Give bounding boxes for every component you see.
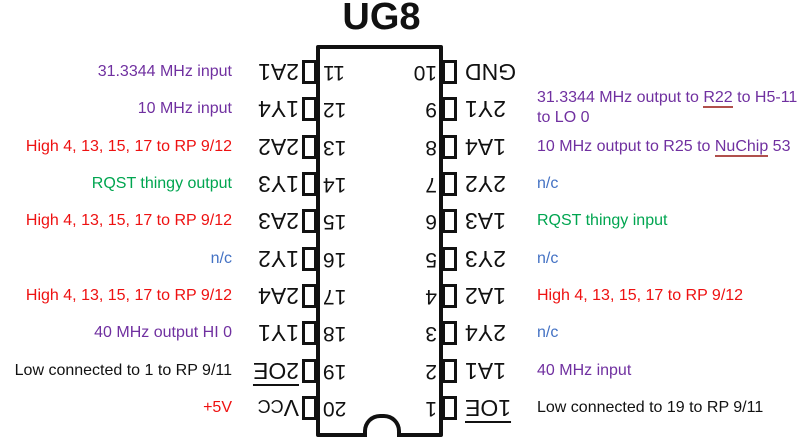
pin-number: 13 xyxy=(323,135,347,159)
pin-label: 10 MHz output to R25 to NuChip 53 xyxy=(537,137,791,157)
pin-box xyxy=(302,60,317,84)
pin-number: 15 xyxy=(323,210,347,234)
pin-number: 12 xyxy=(323,98,347,122)
pin-label: 40 MHz input xyxy=(537,361,632,379)
pin-number: 5 xyxy=(425,247,437,271)
pin-box xyxy=(442,283,457,308)
pin-box xyxy=(302,246,317,271)
pin-number: 9 xyxy=(425,98,437,122)
pin-number: 8 xyxy=(425,135,437,159)
pin-label: n/c xyxy=(537,174,559,192)
pin-label: High 4, 13, 15, 17 to RP 9/12 xyxy=(25,286,232,304)
pin-label: 40 MHz output HI 0 xyxy=(94,324,232,342)
vcc-subscript: CC xyxy=(257,395,284,416)
pin-box xyxy=(302,97,317,122)
vcc-v: V xyxy=(283,394,299,421)
pin-box xyxy=(442,60,457,84)
pin-number: 14 xyxy=(323,172,347,196)
pin-label: RQST thingy output xyxy=(91,174,232,192)
pin-box xyxy=(302,209,317,234)
pin-number: 20 xyxy=(323,396,347,420)
pin-label-line1: 31.3344 MHz output to R22 to H5-11 xyxy=(537,89,798,109)
pin-number: 16 xyxy=(323,247,347,271)
chip-notch xyxy=(363,414,401,437)
pin-box xyxy=(302,395,317,420)
pin-name-overlined: 1OE xyxy=(465,394,512,421)
pin-label: n/c xyxy=(210,249,232,267)
pin-box xyxy=(442,97,457,122)
pin-label: High 4, 13, 15, 17 to RP 9/12 xyxy=(25,137,232,155)
pin-label-line2: to LO 0 xyxy=(537,109,590,127)
pin-number: 10 xyxy=(413,61,437,84)
pin-label: Low connected to 1 to RP 9/11 xyxy=(14,361,232,379)
pin-box xyxy=(442,321,457,346)
pin-box xyxy=(442,358,457,383)
spellcheck-underlined-word: NuChip xyxy=(714,137,769,157)
pin-box xyxy=(302,283,317,308)
pin-number: 2 xyxy=(425,359,437,383)
pin-label: 31.3344 MHz output to R22 to H5-11 to LO… xyxy=(537,88,799,130)
pin-box xyxy=(442,246,457,271)
pin-label: n/c xyxy=(537,324,559,342)
pin-number: 3 xyxy=(425,322,437,346)
pin-name-overlined: 2OE xyxy=(252,357,299,384)
pin-label: RQST thingy input xyxy=(537,212,668,230)
pin-number: 4 xyxy=(425,284,437,308)
pin-label: Low connected to 19 to RP 9/11 xyxy=(537,398,764,416)
pin-label: 10 MHz input xyxy=(137,100,232,118)
pin-label: 31.3344 MHz input xyxy=(97,63,232,80)
pin-label: High 4, 13, 15, 17 to RP 9/12 xyxy=(25,212,232,230)
pin-label: +5V xyxy=(203,398,232,416)
pin-number: 7 xyxy=(425,172,437,196)
pin-box xyxy=(442,395,457,420)
pin-label: High 4, 13, 15, 17 to RP 9/12 xyxy=(537,286,744,304)
pin-box xyxy=(302,358,317,383)
pin-number: 1 xyxy=(425,396,437,420)
pin-box xyxy=(302,134,317,159)
chip-body xyxy=(316,45,443,437)
spellcheck-underlined-word: R22 xyxy=(703,89,733,109)
pin-number: 11 xyxy=(323,61,345,84)
pin-number: 18 xyxy=(323,322,347,346)
pin-name: GND xyxy=(465,59,517,85)
pin-number: 19 xyxy=(323,359,347,383)
pin-box xyxy=(302,321,317,346)
pin-box xyxy=(302,171,317,196)
pin-box xyxy=(442,209,457,234)
chip-title: UG8 xyxy=(342,0,421,38)
pin-number: 17 xyxy=(323,284,347,308)
pin-box xyxy=(442,171,457,196)
pin-number: 6 xyxy=(425,210,437,234)
pin-box xyxy=(442,134,457,159)
pin-label: n/c xyxy=(537,249,559,267)
